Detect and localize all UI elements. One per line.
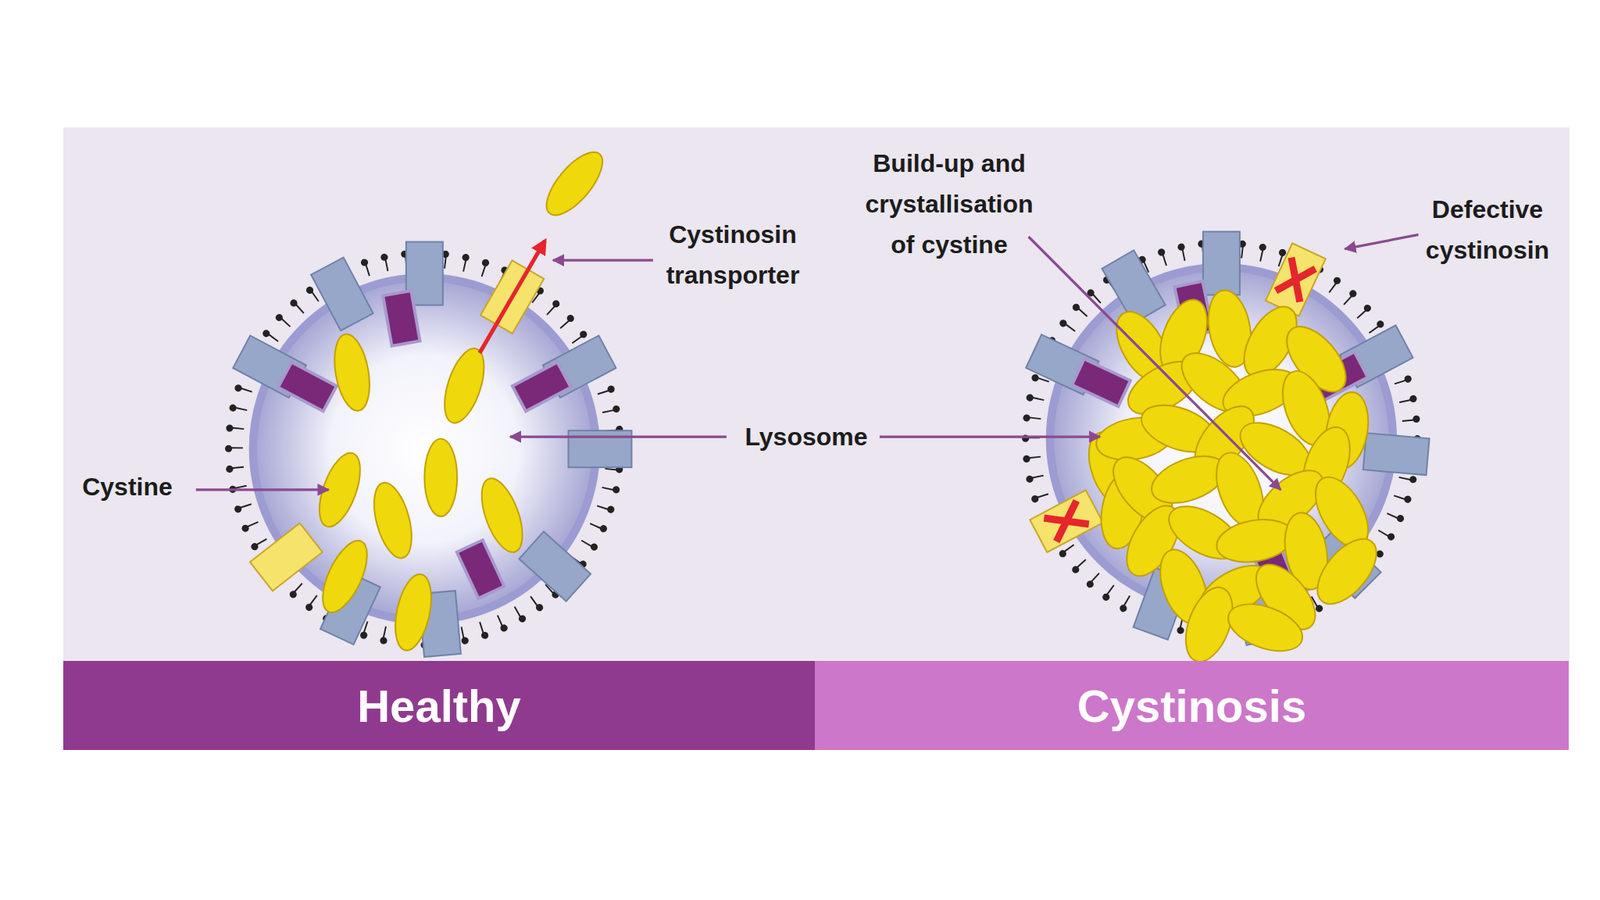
illustration-group: [63, 127, 1570, 668]
inner-protein: [1071, 359, 1131, 408]
healthy-lysosome: [228, 242, 633, 658]
defective-cystinosin: [1029, 489, 1104, 553]
cystine-molecule: [328, 331, 375, 414]
leader-line: [196, 488, 329, 491]
defect-cross: [1275, 257, 1316, 303]
leader-line: [879, 435, 1100, 438]
cystine-crystal: [1221, 595, 1309, 661]
callout-label: Defective cystinosin: [1409, 189, 1566, 271]
status-band: Cystinosis: [814, 660, 1569, 750]
cystine-molecule: [436, 343, 492, 428]
transport-arrow: [479, 240, 546, 354]
leader-line: [553, 258, 654, 261]
defect-cross: [1043, 500, 1089, 542]
defective-transporter: [1029, 489, 1104, 553]
cystine-molecule: [424, 439, 458, 517]
callout-label: Cystine: [64, 466, 190, 508]
inner-protein: [512, 362, 572, 412]
cystinosin-transporter: [250, 523, 323, 592]
inner-protein: [278, 362, 337, 412]
lysosome-body: [253, 277, 597, 621]
cystinosis-lysosome: [1025, 231, 1430, 645]
inner-protein: [457, 539, 505, 599]
membrane-protein: [1203, 231, 1240, 295]
leader-line: [1344, 234, 1418, 249]
panel-background: [63, 127, 1570, 661]
status-band: Healthy: [63, 660, 815, 750]
membrane-protein: [1363, 432, 1430, 475]
inner-protein: [382, 290, 420, 347]
lipid-stalks: [1033, 250, 1410, 627]
defective-cystinosin: [1265, 242, 1326, 316]
band-label: Cystinosis: [1077, 679, 1307, 733]
callout-label: Build-up and crystallisation of cystine: [855, 142, 1043, 265]
cystine-molecule: [389, 571, 438, 654]
cystine-molecule: [367, 478, 419, 563]
cystine-molecule: [536, 143, 612, 225]
membrane-protein: [310, 257, 374, 332]
leader-line: [510, 435, 727, 438]
callout-label: Lysosome: [735, 416, 877, 458]
cystine-crystal: [1306, 528, 1388, 615]
cystine-molecule: [314, 534, 377, 619]
lipid-heads: [1025, 242, 1418, 636]
membrane-protein: [518, 531, 591, 601]
defective-transporter: [1265, 242, 1326, 316]
callout-label: Cystinosin transporter: [654, 214, 811, 296]
leader-line: [1028, 236, 1282, 490]
cystine-crystals: [1079, 286, 1388, 668]
cystine-molecule: [473, 473, 531, 558]
band-label: Healthy: [357, 679, 522, 733]
